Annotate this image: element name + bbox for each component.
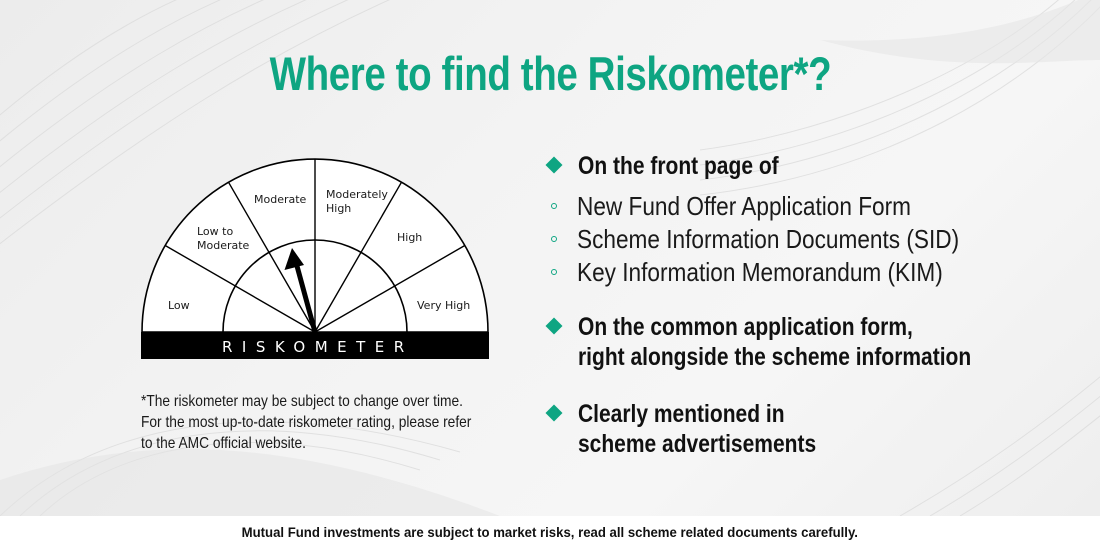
gauge-label-high: High (397, 231, 422, 244)
point-heading-line-1: Clearly mentioned in (578, 400, 785, 428)
background-swoosh-decoration (0, 0, 1100, 516)
sub-item-text: Key Information Memorandum (KIM) (577, 257, 943, 287)
point-heading-line-2: right alongside the scheme information (578, 343, 972, 371)
gauge-label-low-to-moderate-1: Low to (197, 225, 233, 238)
point-heading-line-2: scheme advertisements (578, 430, 817, 458)
ring-bullet-icon (551, 203, 557, 209)
note-line: *The riskometer may be subject to change… (141, 393, 463, 410)
note-line: to the AMC official website. (141, 435, 306, 452)
gauge-label-low: Low (168, 299, 190, 312)
arrow-needle-icon (284, 248, 318, 333)
gauge-label-low-to-moderate-2: Moderate (197, 239, 250, 252)
point-heading-line-1: On the common application form, (578, 313, 913, 341)
ring-bullet-icon (551, 236, 557, 242)
gauge-dividers (164, 159, 466, 333)
ring-bullet-icon (551, 269, 557, 275)
sub-item-text: New Fund Offer Application Form (577, 191, 911, 221)
page-title-text: Where to find the Riskometer*? (269, 47, 831, 100)
gauge-title-bar (141, 332, 489, 359)
page-title: Where to find the Riskometer*? (0, 46, 1100, 101)
gauge-label-moderate: Moderate (254, 193, 307, 206)
market-risk-disclaimer: Mutual Fund investments are subject to m… (241, 524, 859, 540)
riskometer-disclaimer-note: *The riskometer may be subject to change… (141, 391, 521, 454)
footer-disclaimer-band: Mutual Fund investments are subject to m… (0, 516, 1100, 550)
point-heading: On the front page of (578, 152, 779, 180)
gauge-label-moderately-high-1: Moderately (326, 188, 388, 201)
infographic-canvas: Where to find the Riskometer*? Low Low t… (0, 0, 1100, 516)
gauge-label-moderately-high-2: High (326, 202, 351, 215)
sub-item-text: Scheme Information Documents (SID) (577, 224, 960, 254)
gauge-label-very-high: Very High (417, 299, 470, 312)
riskometer-gauge: Low Low to Moderate Moderate Moderately … (141, 158, 489, 359)
note-line: For the most up-to-date riskometer ratin… (141, 414, 472, 431)
gauge-title: RISKOMETER (222, 338, 414, 356)
